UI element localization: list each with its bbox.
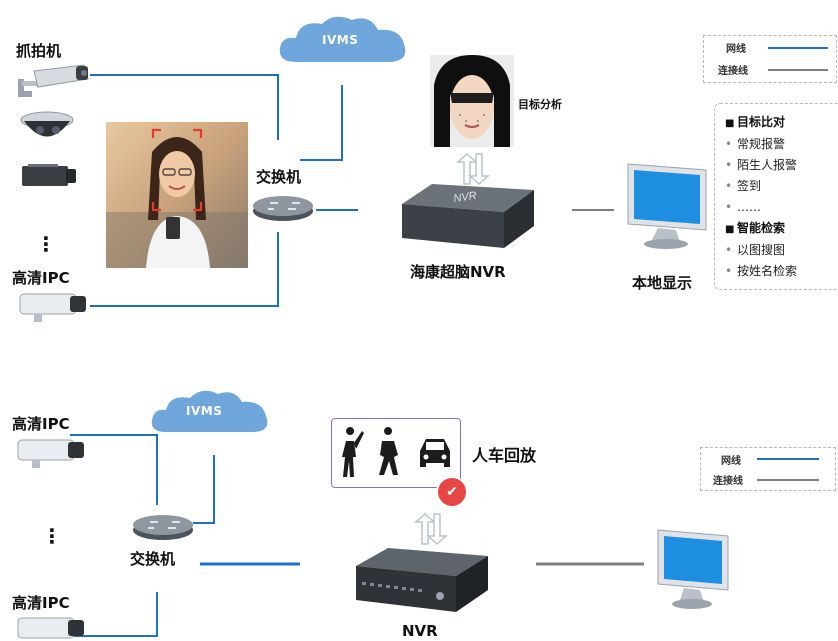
dot-bullet-icon: •	[725, 137, 733, 151]
monitor-icon	[627, 163, 707, 249]
line-ivms-to-switch	[300, 85, 343, 161]
bottom-ivms-cloud-icon	[151, 390, 268, 432]
line-hdipc1-to-switch	[70, 434, 158, 505]
capture-camera-icon	[18, 64, 89, 97]
hd-ipc-camera-icon	[19, 293, 86, 322]
bottom-hd-ipc-camera-icon-2	[17, 617, 84, 639]
feature-item: • 按姓名检索	[725, 261, 838, 282]
bottom-network-switch-icon	[133, 515, 193, 540]
feature-text: 签到	[737, 179, 762, 193]
network-switch-icon	[253, 196, 313, 221]
bottom-hd-ipc-label-1: 高清IPC	[12, 415, 70, 433]
bottom-monitor-icon	[657, 529, 729, 609]
ivms-cloud-icon	[279, 16, 406, 62]
monitor-label: 本地显示	[632, 274, 693, 292]
dot-bullet-icon: •	[725, 243, 733, 257]
top-legend: 网线 连接线	[703, 35, 837, 83]
top-hd-ipc-label: 高清IPC	[12, 269, 70, 287]
feature-list-box: ■目标比对•常规报警•陌生人报警•签到•……■智能检索•以图搜图•按姓名检索	[714, 103, 838, 290]
bottom-nvr-caption: NVR	[402, 622, 438, 640]
bottom-nvr-device-icon	[356, 548, 488, 612]
bottom-ellipsis: ⋮	[42, 524, 62, 548]
top-ellipsis: ⋮	[36, 232, 56, 256]
face-capture-photo	[106, 122, 248, 268]
square-bullet-icon: ■	[725, 118, 735, 129]
bottom-legend-network-line-label: 网线	[721, 456, 741, 467]
line-capture-to-switch	[90, 74, 279, 140]
feature-group-header: ■智能检索	[725, 218, 838, 240]
bottom-legend: 网线 连接线	[700, 447, 836, 491]
dot-bullet-icon: •	[725, 179, 733, 193]
legend-network-line-swatch	[768, 47, 828, 49]
feature-item: • 陌生人报警	[725, 155, 838, 176]
bottom-legend-connection-line-swatch	[757, 479, 819, 481]
nvr-device-text: NVR	[453, 190, 478, 205]
bottom-ivms-label: IVMS	[186, 404, 223, 418]
bottom-hd-ipc-camera-icon-1	[17, 439, 84, 468]
bottom-legend-network-line-swatch	[757, 458, 819, 460]
feature-group-header: ■目标比对	[725, 112, 838, 134]
dot-bullet-icon: •	[725, 200, 733, 214]
legend-connection-line-swatch	[768, 69, 828, 71]
playback-box	[331, 418, 461, 488]
legend-connection-line-label: 连接线	[718, 66, 748, 77]
feature-list: ■目标比对•常规报警•陌生人报警•签到•……■智能检索•以图搜图•按姓名检索	[715, 104, 838, 282]
capture-camera-label: 抓拍机	[16, 42, 62, 60]
square-bullet-icon: ■	[725, 224, 735, 235]
nvr-caption: 海康超脑NVR	[410, 263, 506, 281]
ivms-label: IVMS	[322, 33, 359, 47]
playback-label: 人车回放	[472, 446, 537, 465]
feature-text: 常规报警	[737, 137, 786, 151]
feature-item: • 签到	[725, 176, 838, 197]
feature-text: 以图搜图	[737, 243, 786, 257]
bottom-bidirectional-arrows-icon	[414, 512, 448, 546]
line-ivms2-to-switch	[193, 455, 215, 524]
box-camera-icon	[22, 164, 76, 186]
feature-text: ……	[737, 200, 761, 214]
feature-item: • 以图搜图	[725, 240, 838, 261]
dot-bullet-icon: •	[725, 158, 733, 172]
check-badge-icon: ✔	[436, 476, 468, 508]
line-hdipc-to-switch	[90, 232, 279, 307]
legend-network-line-label: 网线	[726, 44, 746, 55]
feature-text: 陌生人报警	[737, 158, 798, 172]
feature-item: • 常规报警	[725, 134, 838, 155]
feature-item: • ……	[725, 197, 838, 218]
bottom-legend-connection-line-label: 连接线	[713, 476, 743, 487]
target-analysis-label: 目标分析	[518, 98, 562, 111]
feature-text: 目标比对	[737, 115, 786, 129]
line-hdipc2-to-switch	[70, 592, 158, 637]
feature-text: 智能检索	[737, 221, 786, 235]
bottom-hd-ipc-label-2: 高清IPC	[12, 594, 70, 612]
feature-text: 按姓名检索	[737, 264, 798, 278]
target-analysis-face	[430, 55, 514, 147]
bidirectional-arrows-icon	[456, 152, 490, 186]
bottom-switch-label: 交换机	[130, 550, 176, 568]
people-vehicle-icons	[342, 427, 450, 477]
top-switch-label: 交换机	[256, 168, 302, 186]
dot-bullet-icon: •	[725, 264, 733, 278]
dome-camera-icon	[20, 111, 74, 137]
nvr-device-icon: NVR	[402, 184, 534, 248]
